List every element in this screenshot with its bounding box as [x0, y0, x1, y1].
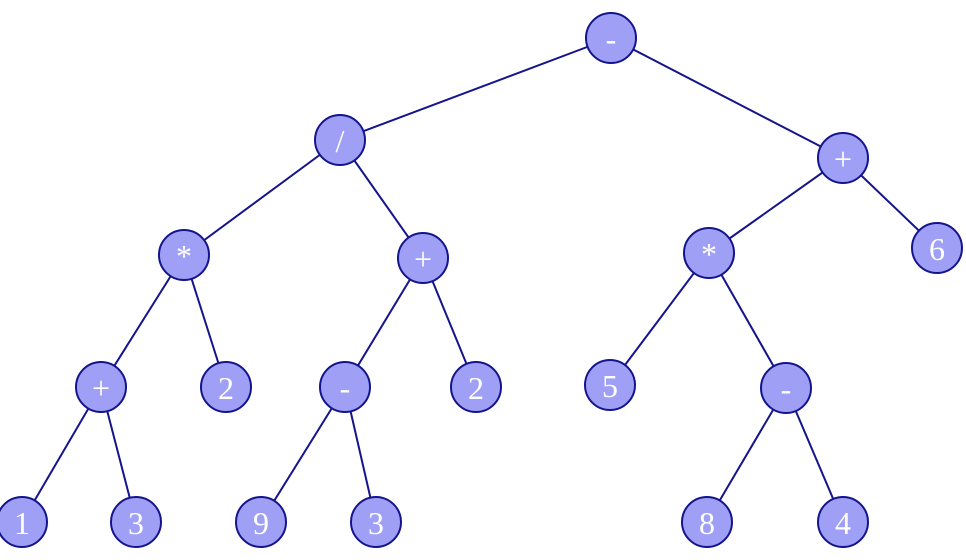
node-label: - — [606, 21, 617, 57]
tree-node-n17: 8 — [681, 496, 733, 548]
node-circle — [314, 114, 366, 166]
node-label: + — [92, 370, 110, 406]
tree-node-n0: - — [585, 12, 637, 64]
node-circle — [350, 496, 402, 548]
edge-n0-n2 — [610, 37, 844, 159]
tree-node-n5: * — [683, 227, 735, 279]
edge-n7-n13 — [21, 386, 102, 523]
node-label: - — [340, 370, 351, 406]
tree-node-n1: / — [314, 114, 366, 166]
node-circle — [319, 361, 371, 413]
edge-n2-n5 — [708, 157, 844, 254]
node-label: / — [336, 123, 345, 159]
node-circle — [817, 496, 869, 548]
edge-n5-n11 — [609, 252, 710, 386]
node-label: + — [414, 241, 432, 277]
tree-node-n7: + — [75, 361, 127, 413]
node-circle — [683, 227, 735, 279]
node-circle — [585, 12, 637, 64]
node-label: 3 — [368, 505, 384, 541]
node-circle — [817, 132, 869, 184]
tree-node-n6: 6 — [911, 222, 963, 274]
node-label: 8 — [699, 505, 715, 541]
tree-node-n14: 3 — [110, 496, 162, 548]
node-label: 1 — [14, 505, 30, 541]
tree-node-n18: 4 — [817, 496, 869, 548]
node-circle — [75, 361, 127, 413]
nodes-layer: - / + * + * 6 +2 - 2 5 - 1 3 9 3 8 4 — [0, 12, 963, 548]
tree-node-n11: 5 — [584, 359, 636, 411]
node-circle — [200, 361, 252, 413]
tree-node-n9: - — [319, 361, 371, 413]
node-circle — [0, 496, 48, 548]
tree-node-n8: 2 — [200, 361, 252, 413]
edge-n0-n1 — [339, 37, 612, 141]
tree-node-n15: 9 — [235, 496, 287, 548]
node-circle — [235, 496, 287, 548]
node-circle — [681, 496, 733, 548]
tree-node-n4: + — [397, 232, 449, 284]
node-label: - — [781, 371, 792, 407]
node-label: * — [176, 238, 192, 274]
edge-n1-n3 — [183, 139, 341, 256]
node-circle — [110, 496, 162, 548]
tree-node-n16: 3 — [350, 496, 402, 548]
edges-layer — [21, 37, 938, 523]
tree-node-n3: * — [158, 229, 210, 281]
edge-n9-n15 — [260, 386, 346, 523]
tree-node-n13: 1 — [0, 496, 48, 548]
node-label: 5 — [602, 368, 618, 404]
tree-node-n2: + — [817, 132, 869, 184]
node-label: 9 — [253, 505, 269, 541]
node-label: 2 — [468, 370, 484, 406]
node-label: 4 — [835, 505, 851, 541]
tree-node-n12: - — [760, 362, 812, 414]
node-label: 2 — [218, 370, 234, 406]
node-label: * — [701, 236, 717, 272]
node-label: + — [834, 141, 852, 177]
node-circle — [158, 229, 210, 281]
node-circle — [584, 359, 636, 411]
node-label: 6 — [929, 231, 945, 267]
tree-node-n10: 2 — [450, 361, 502, 413]
node-circle — [911, 222, 963, 274]
node-circle — [397, 232, 449, 284]
node-circle — [450, 361, 502, 413]
node-label: 3 — [128, 505, 144, 541]
node-circle — [760, 362, 812, 414]
